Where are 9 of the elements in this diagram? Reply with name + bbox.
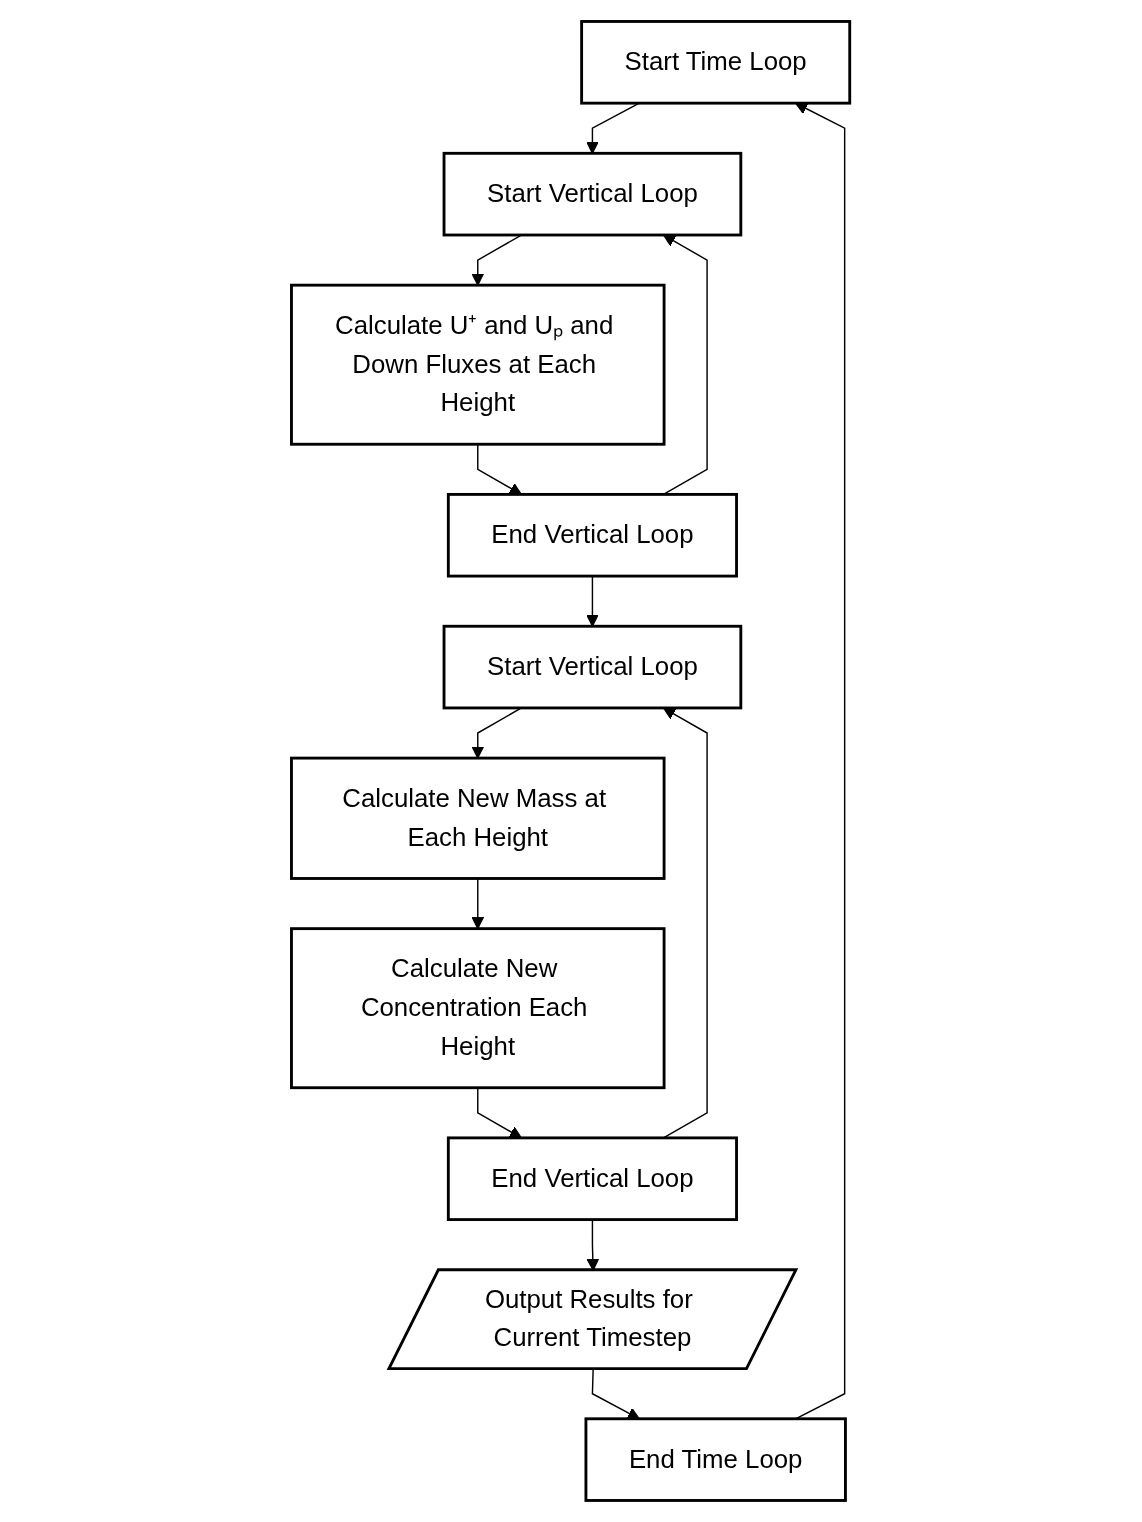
- node-box: End Vertical Loop: [447, 1136, 739, 1222]
- node-box: Start Vertical Loop: [443, 151, 743, 237]
- node-box: Calculate U⁺ and Uₚ and Down Fluxes at Each Height: [290, 283, 666, 446]
- node-box: End Time Loop: [584, 1417, 848, 1502]
- node-box: Start Vertical Loop: [443, 624, 743, 710]
- node-box: End Vertical Loop: [447, 493, 739, 578]
- node-box: Calculate New Concentration Each Height: [290, 927, 666, 1090]
- node-box: Calculate New Mass at Each Height: [290, 756, 666, 880]
- node-box: Start Time Loop: [580, 20, 852, 105]
